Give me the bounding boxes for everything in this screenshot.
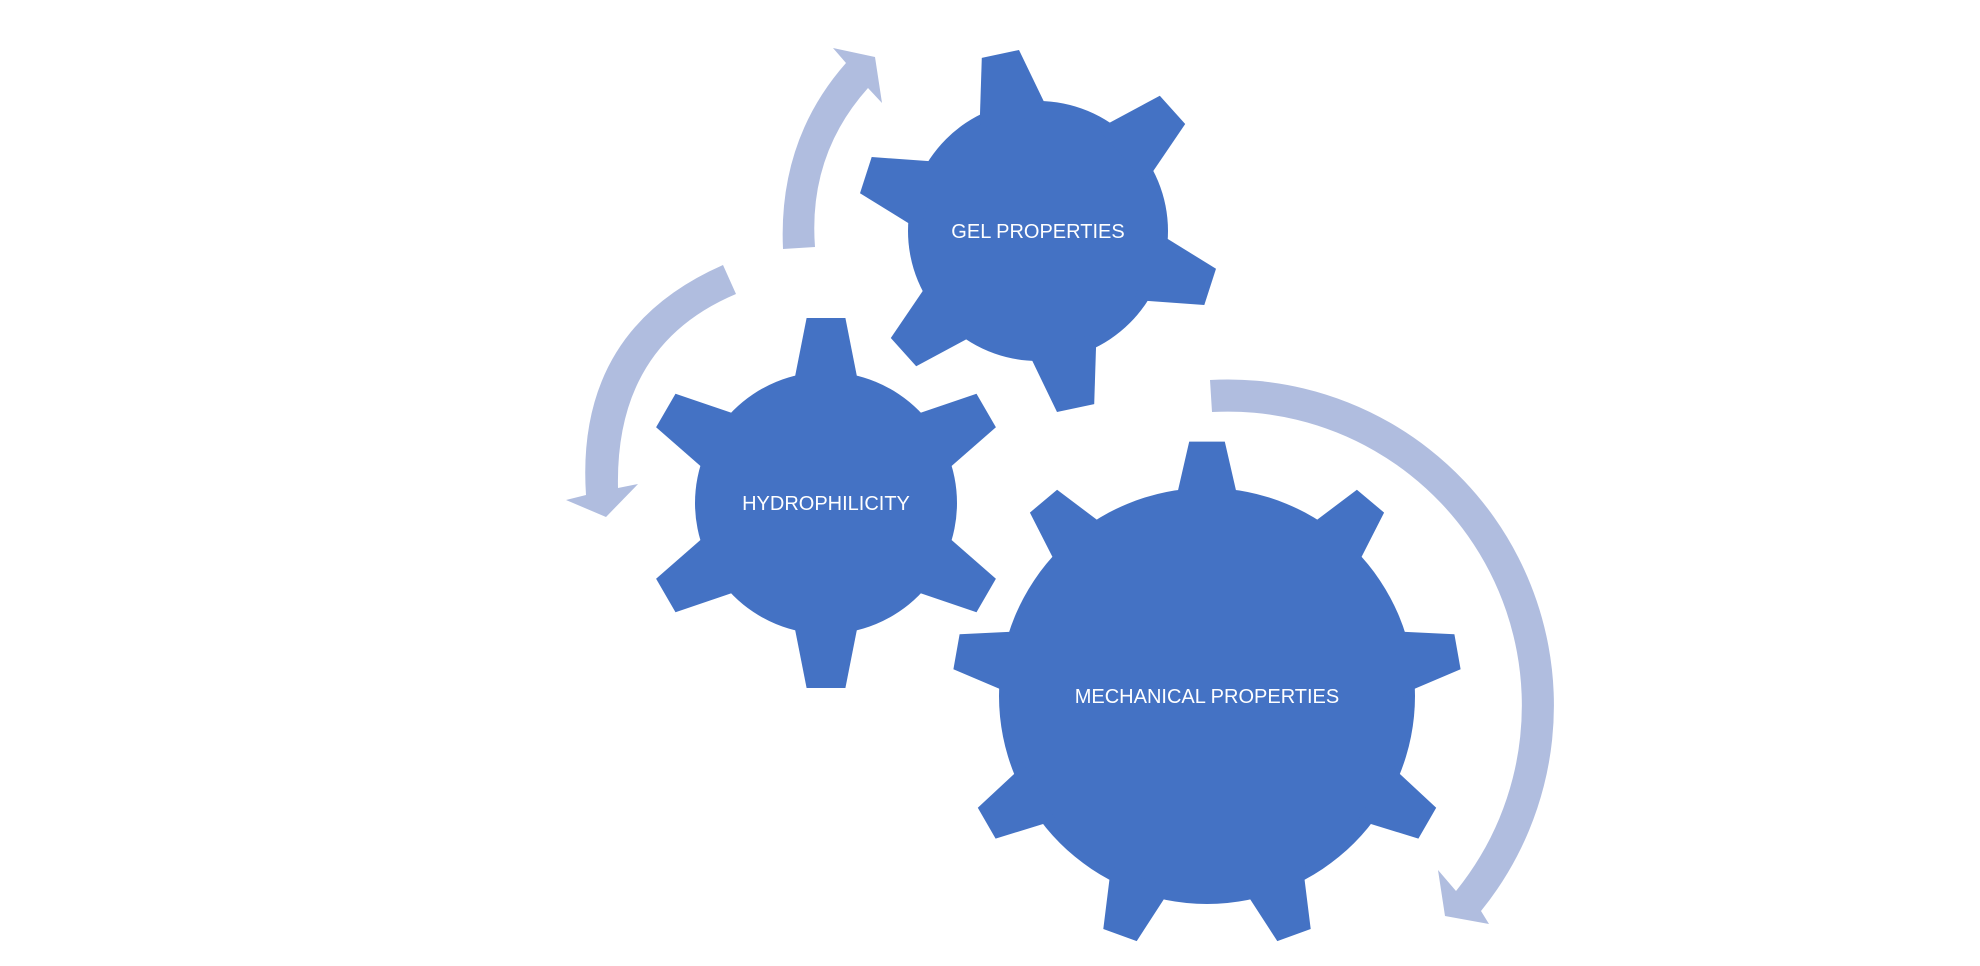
gear-tooth (1027, 334, 1097, 412)
gear-body (908, 101, 1168, 361)
gear-tooth (1103, 865, 1174, 942)
gear-body (999, 488, 1415, 904)
curved-arrow-down-icon (566, 265, 736, 517)
gear-tooth (793, 617, 859, 688)
gear-mechanical-properties (953, 441, 1461, 942)
gear-tooth (890, 280, 978, 367)
gear-tooth (908, 531, 996, 613)
gear-label-mechanical-properties: MECHANICAL PROPERTIES (1075, 686, 1340, 708)
curved-arrow-clockwise-icon (1210, 379, 1554, 925)
gear-tooth (1304, 489, 1385, 571)
gear-tooth (908, 393, 996, 475)
gear-tooth (1390, 628, 1461, 697)
gear-tooth (656, 393, 744, 475)
gear-tooth (979, 50, 1049, 128)
gear-body (695, 372, 957, 634)
curved-arrow-up-icon (782, 48, 882, 249)
gear-tooth (1172, 441, 1242, 504)
gear-tooth (1240, 865, 1311, 942)
gear-tooth (1356, 762, 1437, 839)
gear-tooth (793, 318, 859, 389)
gear-label-gel-properties: GEL PROPERTIES (951, 221, 1124, 243)
gear-tooth (1134, 233, 1216, 305)
gear-hydrophilicity (656, 318, 996, 688)
gear-tooth (656, 531, 744, 613)
gear-tooth (977, 762, 1058, 839)
gear-tooth (860, 157, 942, 229)
gear-tooth (953, 628, 1024, 697)
gear-tooth (1098, 95, 1186, 182)
gear-label-hydrophilicity: HYDROPHILICITY (742, 493, 910, 515)
gear-gel-properties (860, 50, 1216, 412)
gear-tooth (1029, 489, 1110, 571)
